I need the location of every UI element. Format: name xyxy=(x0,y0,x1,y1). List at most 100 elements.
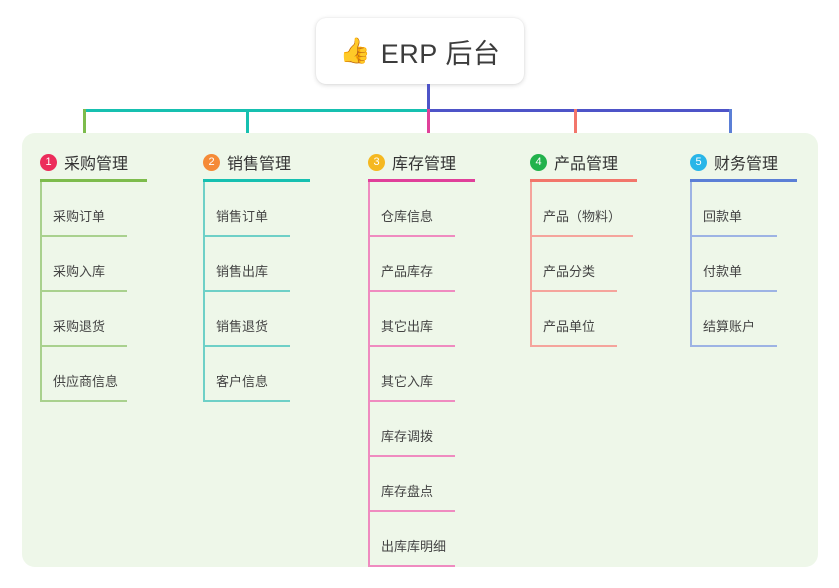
list-item[interactable]: 销售订单 xyxy=(185,182,345,237)
column-spine-3 xyxy=(368,182,370,567)
column-rule-4 xyxy=(530,179,637,182)
column-product: 4 产品管理 产品（物料） 产品分类 产品单位 xyxy=(512,145,672,347)
list-item[interactable]: 采购订单 xyxy=(22,182,182,237)
column-items-2: 销售订单 销售出库 销售退货 客户信息 xyxy=(185,182,345,402)
list-item-rule xyxy=(203,345,290,347)
root-node-label: ERP 后台 xyxy=(380,38,501,69)
column-title-5: 财务管理 xyxy=(714,156,779,173)
column-items-4: 产品（物料） 产品分类 产品单位 xyxy=(512,182,672,347)
list-item-label: 出库库明细 xyxy=(381,539,447,554)
list-item[interactable]: 其它入库 xyxy=(350,347,510,402)
column-spine-4 xyxy=(530,182,532,347)
list-item[interactable]: 采购退货 xyxy=(22,292,182,347)
list-item-rule xyxy=(368,235,455,237)
column-items-3: 仓库信息 产品库存 其它出库 其它入库 库存调拨 库存盘点 xyxy=(350,182,510,567)
list-item-rule xyxy=(368,455,455,457)
list-item-rule xyxy=(530,290,617,292)
list-item-rule xyxy=(40,290,127,292)
list-item-label: 产品单位 xyxy=(543,319,596,334)
list-item-label: 供应商信息 xyxy=(53,374,119,389)
connector-bar-left xyxy=(83,109,429,112)
list-item-rule xyxy=(690,235,777,237)
list-item-rule xyxy=(368,290,455,292)
list-item[interactable]: 产品（物料） xyxy=(512,182,672,237)
column-title-3: 库存管理 xyxy=(392,156,457,173)
list-item-rule xyxy=(40,345,127,347)
column-finance: 5 财务管理 回款单 付款单 结算账户 xyxy=(672,145,832,347)
list-item[interactable]: 采购入库 xyxy=(22,237,182,292)
list-item-label: 产品（物料） xyxy=(543,209,622,224)
column-inventory: 3 库存管理 仓库信息 产品库存 其它出库 其它入库 库存调拨 xyxy=(350,145,510,567)
list-item-label: 客户信息 xyxy=(216,374,269,389)
column-rule-1 xyxy=(40,179,147,182)
column-title-2: 销售管理 xyxy=(227,156,292,173)
list-item-label: 付款单 xyxy=(703,264,743,279)
list-item[interactable]: 客户信息 xyxy=(185,347,345,402)
column-spine-1 xyxy=(40,182,42,402)
column-items-5: 回款单 付款单 结算账户 xyxy=(672,182,832,347)
list-item-label: 库存调拨 xyxy=(381,429,434,444)
root-node-erp-backend[interactable]: 👍 ERP 后台 xyxy=(316,18,524,84)
list-item[interactable]: 产品分类 xyxy=(512,237,672,292)
column-spine-2 xyxy=(203,182,205,402)
list-item-label: 产品分类 xyxy=(543,264,596,279)
column-badge-3: 3 xyxy=(368,153,385,171)
list-item[interactable]: 库存盘点 xyxy=(350,457,510,512)
column-sales: 2 销售管理 销售订单 销售出库 销售退货 客户信息 xyxy=(185,145,345,402)
list-item[interactable]: 仓库信息 xyxy=(350,182,510,237)
column-rule-5 xyxy=(690,179,797,182)
thumbs-up-icon: 👍 xyxy=(339,36,371,65)
list-item-label: 其它出库 xyxy=(381,319,434,334)
list-item[interactable]: 产品库存 xyxy=(350,237,510,292)
list-item-rule xyxy=(40,400,127,402)
column-header-5[interactable]: 5 财务管理 xyxy=(672,145,832,182)
list-item-label: 其它入库 xyxy=(381,374,434,389)
list-item[interactable]: 其它出库 xyxy=(350,292,510,347)
column-title-4: 产品管理 xyxy=(554,156,619,173)
list-item[interactable]: 结算账户 xyxy=(672,292,832,347)
column-badge-2: 2 xyxy=(203,153,220,171)
list-item[interactable]: 回款单 xyxy=(672,182,832,237)
column-header-1[interactable]: 1 采购管理 xyxy=(22,145,182,182)
list-item-label: 采购订单 xyxy=(53,209,106,224)
column-header-4[interactable]: 4 产品管理 xyxy=(512,145,672,182)
column-badge-1: 1 xyxy=(40,153,57,171)
list-item-rule xyxy=(530,235,633,237)
column-header-2[interactable]: 2 销售管理 xyxy=(185,145,345,182)
connector-bar-right xyxy=(427,109,732,112)
list-item-label: 库存盘点 xyxy=(381,484,434,499)
list-item-rule xyxy=(368,400,455,402)
list-item-label: 销售退货 xyxy=(216,319,269,334)
list-item-rule xyxy=(368,565,455,567)
column-badge-4: 4 xyxy=(530,153,547,171)
column-rule-3 xyxy=(368,179,475,182)
list-item[interactable]: 销售出库 xyxy=(185,237,345,292)
list-item-label: 采购退货 xyxy=(53,319,106,334)
list-item-rule xyxy=(690,290,777,292)
list-item-rule xyxy=(690,345,777,347)
list-item[interactable]: 供应商信息 xyxy=(22,347,182,402)
list-item-rule xyxy=(40,235,127,237)
list-item-rule xyxy=(203,235,290,237)
list-item[interactable]: 库存调拨 xyxy=(350,402,510,457)
list-item-label: 产品库存 xyxy=(381,264,434,279)
list-item-rule xyxy=(203,400,290,402)
column-rule-2 xyxy=(203,179,310,182)
column-purchasing: 1 采购管理 采购订单 采购入库 采购退货 供应商信息 xyxy=(22,145,182,402)
list-item-label: 仓库信息 xyxy=(381,209,434,224)
column-title-1: 采购管理 xyxy=(64,156,129,173)
list-item-rule xyxy=(368,510,455,512)
list-item[interactable]: 销售退货 xyxy=(185,292,345,347)
list-item-label: 回款单 xyxy=(703,209,743,224)
list-item-label: 销售出库 xyxy=(216,264,269,279)
list-item-rule xyxy=(203,290,290,292)
background-panel xyxy=(22,133,818,567)
list-item[interactable]: 付款单 xyxy=(672,237,832,292)
list-item[interactable]: 出库库明细 xyxy=(350,512,510,567)
column-header-3[interactable]: 3 库存管理 xyxy=(350,145,510,182)
list-item-label: 结算账户 xyxy=(703,319,756,334)
list-item-label: 采购入库 xyxy=(53,264,106,279)
list-item-rule xyxy=(368,345,455,347)
column-badge-5: 5 xyxy=(690,153,707,171)
list-item[interactable]: 产品单位 xyxy=(512,292,672,347)
